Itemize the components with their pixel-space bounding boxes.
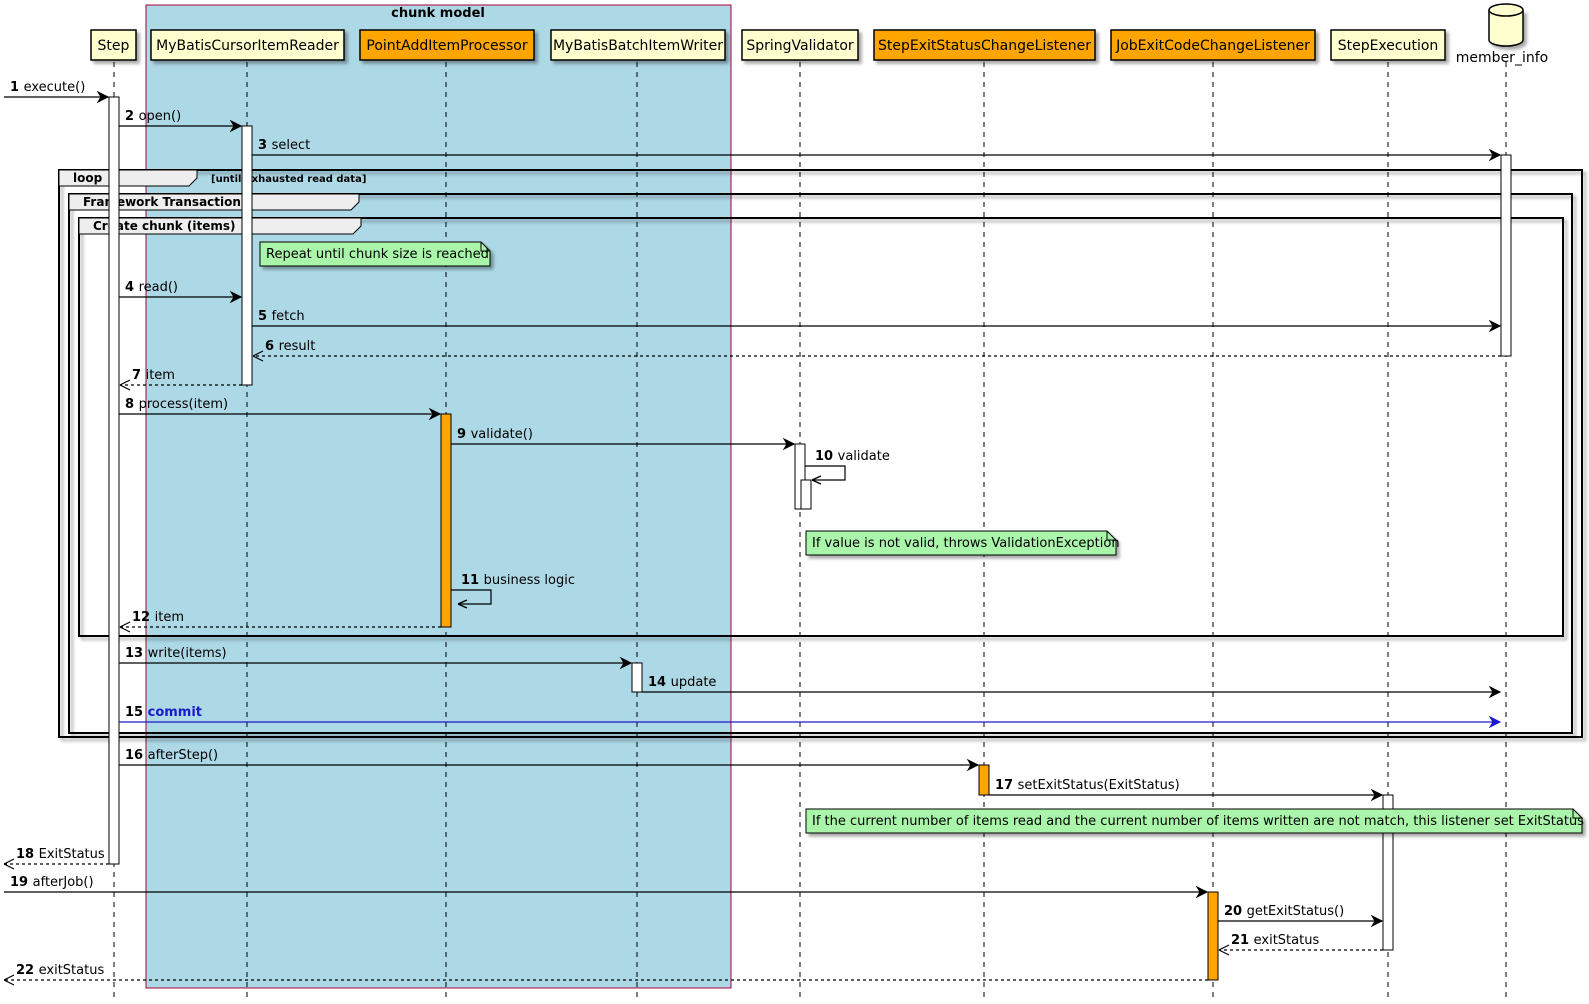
message-label: 5 fetch	[258, 309, 305, 324]
message-7: 7 item	[119, 368, 242, 391]
message-19: 19 afterJob()	[4, 875, 1209, 899]
frame-chunk-label: Create chunk (items)	[93, 219, 236, 233]
participant-label: member_info	[1456, 50, 1548, 66]
message-17: 17 setExitStatus(ExitStatus)	[989, 778, 1384, 802]
frame-tx-tab	[68, 193, 360, 211]
message-13: 13 write(items)	[119, 646, 633, 670]
message-label: 7 item	[132, 368, 175, 383]
message-18: 18 ExitStatus	[3, 847, 109, 870]
activation-validator-2	[800, 479, 812, 510]
message-label: 2 open()	[125, 109, 181, 124]
participant-label: JobExitCodeChangeListener	[1115, 38, 1310, 54]
activation-processor-1	[440, 413, 452, 628]
message-20: 20 getExitStatus()	[1218, 904, 1384, 928]
participant-label: StepExecution	[1338, 38, 1439, 54]
message-16: 16 afterStep()	[119, 748, 980, 772]
participant-stepListener: StepExitStatusChangeListener	[873, 29, 1096, 61]
database-icon	[1488, 10, 1524, 47]
participant-label: PointAddItemProcessor	[366, 38, 527, 54]
message-label: 18 ExitStatus	[16, 847, 105, 862]
activation-validator-1	[794, 443, 806, 510]
message-label: 4 read()	[125, 280, 178, 295]
message-label: 11 business logic	[461, 573, 575, 588]
participant-writer: MyBatisBatchItemWriter	[550, 29, 726, 61]
participant-label: SpringValidator	[746, 38, 854, 54]
frame-tx	[68, 193, 1573, 734]
message-label: 1 execute()	[10, 80, 85, 95]
participant-label: StepExitStatusChangeListener	[878, 38, 1091, 54]
activation-writer-1	[631, 662, 643, 693]
frame-loop-condition: [until exhausted read data]	[211, 174, 366, 185]
note-text: If value is not valid, throws Validation…	[812, 536, 1120, 551]
message-label: 12 item	[132, 610, 184, 625]
message-label: 22 exitStatus	[16, 963, 104, 978]
message-label: 19 afterJob()	[10, 875, 94, 890]
participant-step: Step	[90, 29, 137, 61]
note-text: Repeat until chunk size is reached	[266, 247, 489, 262]
note-validation: If value is not valid, throws Validation…	[805, 530, 1120, 556]
message-label: 20 getExitStatus()	[1224, 904, 1344, 919]
chunk-model-group-title: chunk model	[391, 6, 485, 21]
activation-jobListener-1	[1207, 891, 1219, 981]
participant-label: MyBatisBatchItemWriter	[553, 38, 723, 54]
message-14: 14 update	[642, 675, 1502, 699]
activation-stepListener-1	[978, 764, 990, 796]
message-label: 16 afterStep()	[125, 748, 218, 763]
frame-chunk-tab	[78, 217, 362, 235]
participant-reader: MyBatisCursorItemReader	[150, 29, 345, 61]
message-8: 8 process(item)	[119, 397, 442, 421]
message-15: 15 commit	[119, 705, 1502, 729]
message-10: 10 validate	[805, 449, 890, 485]
activation-stepExecution-1	[1382, 794, 1394, 951]
message-1: 1 execute()	[4, 80, 110, 104]
message-label: 21 exitStatus	[1231, 933, 1319, 948]
message-11: 11 business logic	[451, 573, 575, 609]
participant-label: MyBatisCursorItemReader	[156, 38, 339, 54]
message-label: 15 commit	[125, 705, 202, 720]
message-label: 14 update	[648, 675, 716, 690]
activation-db-1	[1500, 154, 1512, 357]
message-label: 6 result	[265, 339, 315, 354]
message-9: 9 validate()	[451, 427, 796, 451]
participant-jobListener: JobExitCodeChangeListener	[1110, 29, 1316, 61]
chunk-model-group	[145, 4, 732, 989]
message-label: 13 write(items)	[125, 646, 227, 661]
participant-stepExecution: StepExecution	[1330, 29, 1446, 61]
message-5: 5 fetch	[252, 309, 1502, 333]
frame-tx-label: Framework Transaction	[83, 195, 241, 209]
note-repeat: Repeat until chunk size is reached	[259, 241, 491, 267]
message-4: 4 read()	[119, 280, 243, 304]
message-12: 12 item	[119, 610, 441, 633]
message-21: 21 exitStatus	[1218, 933, 1383, 956]
message-label: 17 setExitStatus(ExitStatus)	[995, 778, 1180, 793]
message-label: 3 select	[258, 138, 310, 153]
message-3: 3 select	[252, 138, 1502, 162]
activation-step-1	[108, 96, 120, 865]
message-22: 22 exitStatus	[3, 963, 1208, 986]
frame-loop-tab	[58, 169, 198, 187]
message-label: 9 validate()	[457, 427, 533, 442]
message-6: 6 result	[252, 339, 1501, 362]
participant-db: member_info	[1456, 3, 1548, 66]
note-exitstatus: If the current number of items read and …	[805, 808, 1584, 834]
message-2: 2 open()	[119, 109, 243, 133]
participant-processor: PointAddItemProcessor	[359, 29, 535, 61]
note-text: If the current number of items read and …	[812, 814, 1584, 829]
participant-validator: SpringValidator	[741, 29, 859, 61]
participant-label: Step	[98, 38, 130, 54]
frame-loop	[58, 169, 1583, 738]
message-label: 10 validate	[815, 449, 890, 464]
frame-chunk	[78, 217, 1564, 637]
activation-reader-1	[241, 125, 253, 386]
frame-loop-label: loop	[73, 171, 103, 185]
message-label: 8 process(item)	[125, 397, 228, 412]
